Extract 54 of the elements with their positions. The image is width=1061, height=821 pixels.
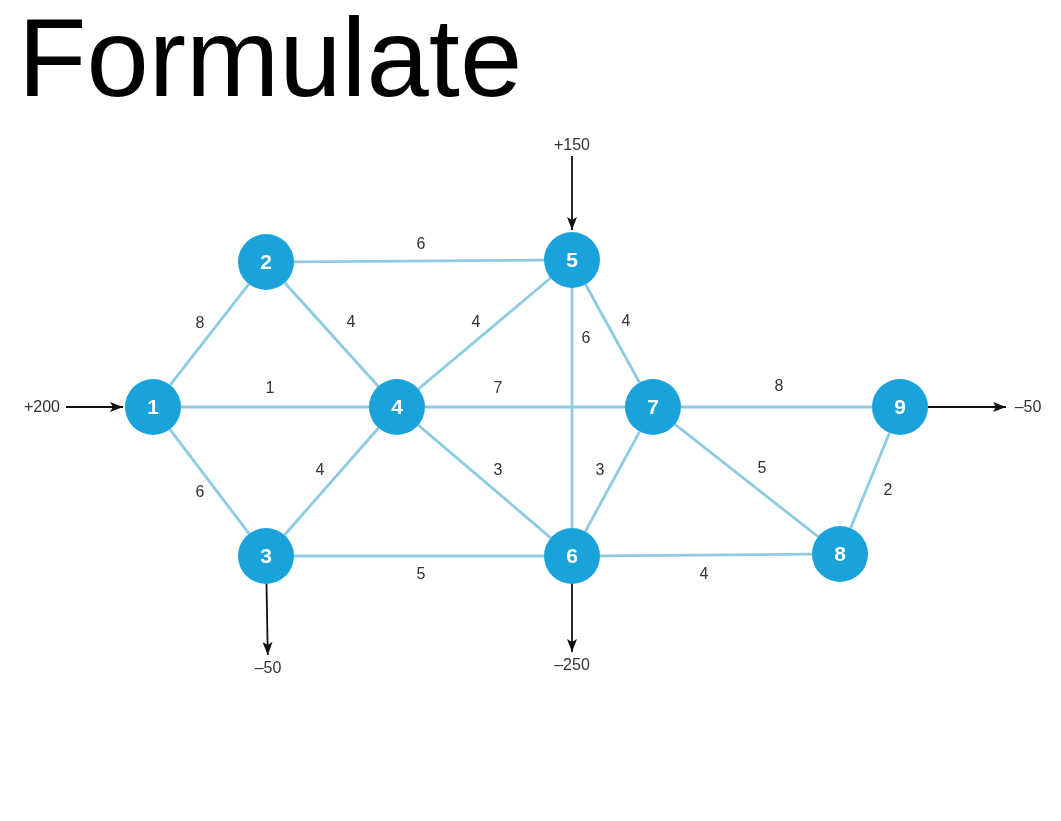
flow-amount: –250: [548, 654, 596, 676]
network-node: 5: [544, 232, 600, 288]
network-node: 3: [238, 528, 294, 584]
title: Formulate: [18, 2, 523, 114]
flow-amount: –50: [1008, 396, 1048, 418]
edge-label: 4: [470, 314, 482, 330]
link-line: [283, 281, 380, 388]
edge-label: 4: [698, 566, 710, 582]
link-line: [417, 276, 552, 391]
edge-label: 6: [194, 484, 206, 500]
edge-label: 4: [620, 313, 632, 329]
arrow: [567, 155, 577, 231]
link-line: [169, 283, 250, 386]
flow-amount: +200: [18, 396, 66, 418]
flow-amount: –50: [248, 657, 288, 679]
arrow: [65, 402, 124, 412]
edge-label: 1: [264, 380, 276, 396]
arrow: [262, 583, 273, 656]
network-node: 9: [872, 379, 928, 435]
arrow: [567, 583, 577, 653]
edge-label: 5: [756, 460, 768, 476]
link-line: [681, 405, 872, 409]
link-line: [168, 428, 251, 535]
link-line: [417, 424, 552, 539]
edge-label: 6: [580, 330, 592, 346]
edge-label: 2: [882, 482, 894, 498]
network-node: 4: [369, 379, 425, 435]
edge-label: 3: [492, 462, 504, 478]
edge-label: 6: [415, 236, 427, 252]
flow-amount: +150: [548, 134, 596, 156]
network-node: 7: [625, 379, 681, 435]
link-line: [294, 554, 544, 558]
link-line: [294, 258, 544, 264]
edge-label: 7: [492, 380, 504, 396]
edge-label: 8: [194, 315, 206, 331]
link-line: [584, 430, 641, 533]
edge-label: 5: [415, 566, 427, 582]
link-line: [425, 405, 625, 409]
link-line: [283, 427, 380, 536]
network-node: 2: [238, 234, 294, 290]
link-line: [584, 283, 641, 384]
edge-label: 4: [345, 314, 357, 330]
link-line: [600, 552, 812, 558]
link-line: [849, 432, 891, 529]
link-line: [674, 423, 819, 538]
network-node: 8: [812, 526, 868, 582]
link-line: [181, 405, 369, 409]
network-node: 6: [544, 528, 600, 584]
arrow: [927, 402, 1007, 412]
edge-label: 8: [773, 378, 785, 394]
network-node: 1: [125, 379, 181, 435]
edge-label: 3: [594, 462, 606, 478]
link-line: [570, 288, 574, 528]
edge-label: 4: [314, 462, 326, 478]
